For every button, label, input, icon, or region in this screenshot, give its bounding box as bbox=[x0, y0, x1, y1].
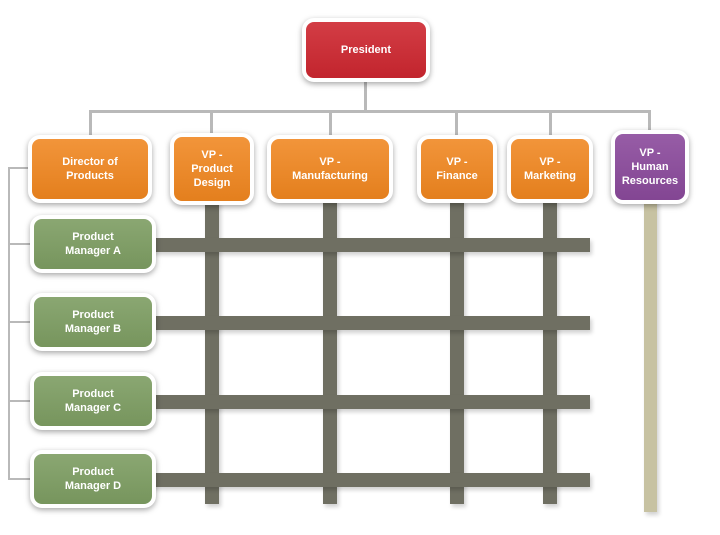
node-product-manager-c-label: Product Manager C bbox=[64, 387, 122, 414]
node-vp-finance-label: VP - Finance bbox=[436, 155, 478, 182]
matrix-row-manager-a bbox=[150, 238, 590, 252]
node-vp-marketing: VP - Marketing bbox=[507, 135, 593, 203]
node-vp-product-design-label: VP - Product Design bbox=[191, 148, 233, 190]
node-product-manager-d-label: Product Manager D bbox=[64, 465, 122, 492]
matrix-row-manager-b bbox=[150, 316, 590, 330]
node-vp-human-resources-label: VP - Human Resources bbox=[621, 146, 679, 188]
node-director-of-products-label: Director of Products bbox=[62, 155, 118, 182]
node-president-label: President bbox=[340, 43, 392, 56]
node-vp-human-resources: VP - Human Resources bbox=[611, 130, 689, 204]
node-product-manager-a-label: Product Manager A bbox=[65, 230, 121, 257]
matrix-column-marketing bbox=[543, 200, 557, 504]
matrix-column-finance bbox=[450, 200, 464, 504]
connector-drop-marketing bbox=[549, 110, 552, 136]
node-product-manager-b: Product Manager B bbox=[30, 293, 156, 351]
node-product-manager-b-label: Product Manager B bbox=[64, 308, 122, 335]
connector-drop-manufacturing bbox=[329, 110, 332, 136]
connector-stub-manager-b bbox=[8, 321, 30, 323]
connector-stub-director bbox=[8, 167, 28, 169]
matrix-column-human-resources bbox=[644, 198, 657, 512]
connector-bracket-vertical bbox=[8, 167, 10, 480]
node-product-manager-c: Product Manager C bbox=[30, 372, 156, 430]
matrix-column-product-design bbox=[205, 200, 219, 504]
node-vp-product-design: VP - Product Design bbox=[170, 133, 254, 205]
connector-stub-manager-c bbox=[8, 400, 30, 402]
node-director-of-products: Director of Products bbox=[28, 135, 152, 203]
matrix-row-manager-c bbox=[150, 395, 590, 409]
connector-main-horizontal bbox=[89, 110, 651, 113]
connector-drop-product-design bbox=[210, 110, 213, 136]
connector-drop-director bbox=[89, 110, 92, 136]
connector-drop-human-resources bbox=[648, 110, 651, 132]
node-vp-finance: VP - Finance bbox=[417, 135, 497, 203]
connector-stub-manager-d bbox=[8, 478, 30, 480]
node-vp-marketing-label: VP - Marketing bbox=[524, 155, 576, 182]
matrix-column-manufacturing bbox=[323, 200, 337, 504]
matrix-row-manager-d bbox=[150, 473, 590, 487]
node-product-manager-a: Product Manager A bbox=[30, 215, 156, 273]
connector-stub-manager-a bbox=[8, 243, 30, 245]
node-president: President bbox=[302, 18, 430, 82]
node-vp-manufacturing-label: VP - Manufacturing bbox=[292, 155, 368, 182]
node-product-manager-d: Product Manager D bbox=[30, 450, 156, 508]
connector-president-stem bbox=[364, 82, 367, 110]
node-vp-manufacturing: VP - Manufacturing bbox=[267, 135, 393, 203]
connector-drop-finance bbox=[455, 110, 458, 136]
